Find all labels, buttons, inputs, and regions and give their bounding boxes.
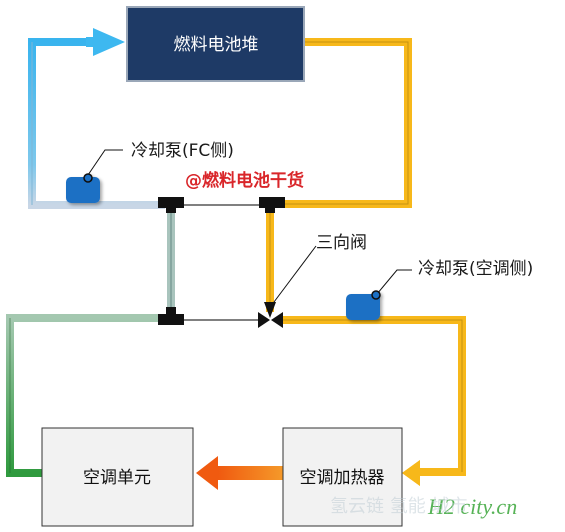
heater-inlet-arrowhead bbox=[402, 460, 420, 486]
stack-inlet-arrow bbox=[86, 28, 125, 56]
heater-to-unit-arrow bbox=[196, 456, 284, 490]
pipe-tee-fittings bbox=[158, 197, 285, 325]
site-logo: H2 city.cn bbox=[427, 494, 517, 519]
ac-unit-label: 空调单元 bbox=[83, 468, 151, 488]
fuel-cell-stack-label: 燃料电池堆 bbox=[174, 35, 259, 55]
source-watermark: @燃料电池干货 bbox=[185, 170, 304, 191]
ac-heater-box: 空调加热器 bbox=[282, 427, 403, 527]
three-way-valve-label: 三向阀 bbox=[316, 233, 367, 253]
coolant-pump-fc-label: 冷却泵(FC侧) bbox=[131, 141, 234, 161]
fuel-cell-stack-box: 燃料电池堆 bbox=[126, 6, 305, 82]
site-logo-text: 氢云链 氢能 城市 bbox=[330, 496, 467, 517]
fc-outlet-pipe bbox=[272, 38, 412, 208]
site-watermark: H2 city.cn 氢云链 氢能 城市 bbox=[330, 494, 517, 519]
coolant-pump-ac-label: 冷却泵(空调侧) bbox=[418, 259, 533, 279]
pipes bbox=[6, 38, 466, 477]
coolant-pump-ac-icon bbox=[346, 290, 381, 320]
ac-heater-label: 空调加热器 bbox=[300, 468, 385, 488]
three-way-valve-icon bbox=[258, 302, 283, 328]
ac-unit-box: 空调单元 bbox=[41, 427, 194, 527]
coolant-pump-fc-icon bbox=[66, 173, 100, 203]
